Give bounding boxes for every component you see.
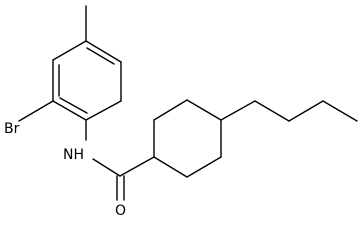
- molecule-structure: Br NH O: [4, 5, 358, 219]
- bond-carbonyl-ring: [119, 156, 155, 177]
- bond-ring-bottom-right: [85, 100, 122, 121]
- aromatic-ring: [52, 40, 122, 121]
- bromine-label: Br: [4, 121, 20, 137]
- bond-cyclohexane-5: [186, 156, 222, 178]
- bond-butyl-4: [322, 100, 358, 122]
- amide-nh-label: NH: [63, 147, 84, 163]
- bond-cyclohexane-6: [153, 156, 188, 178]
- bond-butyl-3: [288, 100, 324, 122]
- bond-n-carbonyl: [92, 158, 121, 177]
- bond-cyclohexane-3: [186, 99, 222, 121]
- bond-butyl-1: [220, 100, 256, 121]
- structure-canvas: Br NH O: [4, 5, 358, 219]
- bond-ring-top-right: [85, 40, 122, 63]
- bond-ring-top-left: [52, 40, 87, 61]
- cyclohexane-ring: [153, 99, 222, 178]
- bond-butyl-2: [254, 100, 290, 122]
- butyl-chain: [220, 100, 358, 122]
- carbonyl-oxygen-label: O: [115, 203, 126, 219]
- bond-c-br: [18, 100, 54, 122]
- bond-ring-bottom-left: [52, 100, 87, 121]
- bond-ring-inner-bottom: [59, 97, 88, 114]
- bond-cyclohexane-2: [153, 99, 188, 121]
- bond-ring-inner-top: [86, 47, 115, 65]
